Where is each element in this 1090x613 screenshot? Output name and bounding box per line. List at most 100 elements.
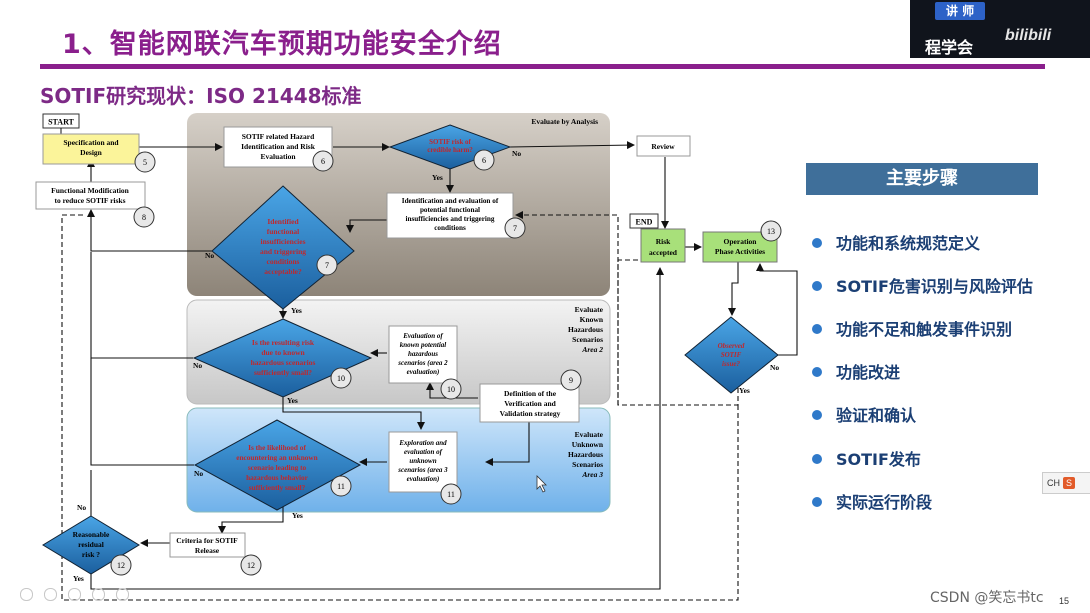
branch-labels: Yes No No Yes No Yes No Yes No Yes No Ye… <box>73 149 779 583</box>
svg-text:10: 10 <box>337 374 345 383</box>
svg-text:No: No <box>770 363 779 372</box>
step-item: 功能不足和触发事件识别 <box>812 316 1012 340</box>
slide-title: 1、智能网联汽车预期功能安全介绍 <box>62 29 502 60</box>
svg-text:conditions: conditions <box>434 224 466 232</box>
lecturer-caption: 程学会 <box>925 38 974 57</box>
zoom-icon[interactable] <box>92 588 105 601</box>
svg-text:Yes: Yes <box>291 306 302 315</box>
dashed-connectors <box>61 211 739 601</box>
step-item: SOTIF危害识别与风险评估 <box>812 273 1033 297</box>
next-slide-icon[interactable] <box>44 588 57 601</box>
svg-text:Is the likelihood of: Is the likelihood of <box>248 443 306 452</box>
svg-text:sufficiently small?: sufficiently small? <box>254 368 312 377</box>
sogou-icon: S <box>1063 477 1075 489</box>
unknown-eval-box <box>388 431 458 493</box>
known-eval-box <box>388 325 458 384</box>
svg-text:No: No <box>194 469 203 478</box>
bullet-icon <box>812 410 822 420</box>
bilibili-logo: bilibili <box>1005 27 1052 44</box>
svg-text:residual: residual <box>78 540 104 549</box>
region-analysis-label: Evaluate by Analysis <box>531 117 598 126</box>
region-known-label: Evaluate Known Hazardous Scenarios Area … <box>568 305 604 354</box>
svg-text:Exploration and: Exploration and <box>398 439 447 447</box>
svg-text:Yes: Yes <box>73 574 84 583</box>
svg-text:evaluation): evaluation) <box>407 475 440 483</box>
svg-text:12: 12 <box>117 561 125 570</box>
spec-design-box <box>42 133 140 165</box>
end-terminal <box>629 213 659 229</box>
svg-text:Unknown: Unknown <box>572 440 604 449</box>
svg-text:6: 6 <box>321 157 325 166</box>
csdn-watermark: CSDN @笑忘书tc <box>930 590 1044 606</box>
flow-connectors <box>87 141 798 590</box>
step-item: 验证和确认 <box>812 402 916 426</box>
svg-text:Scenarios: Scenarios <box>572 460 603 469</box>
svg-text:Known: Known <box>580 315 604 324</box>
svg-text:Identification and evaluation: Identification and evaluation of <box>402 197 499 205</box>
svg-text:potential functional: potential functional <box>420 206 480 214</box>
lecturer-badge: 讲 师 <box>935 2 985 20</box>
bullet-icon <box>812 281 822 291</box>
svg-text:7: 7 <box>325 261 329 270</box>
svg-text:scenarios (area 2: scenarios (area 2 <box>397 359 448 367</box>
svg-text:SOTIF: SOTIF <box>721 351 742 359</box>
prev-slide-icon[interactable] <box>20 588 33 601</box>
svg-text:insufficiencies: insufficiencies <box>261 237 306 246</box>
svg-text:to reduce SOTIF risks: to reduce SOTIF risks <box>54 196 125 205</box>
pen-icon[interactable] <box>68 588 81 601</box>
svg-text:unknown: unknown <box>409 457 436 465</box>
svg-text:hazardous behavior: hazardous behavior <box>246 473 309 482</box>
menu-icon[interactable] <box>116 588 129 601</box>
svg-text:Yes: Yes <box>432 173 443 182</box>
observed-issue-diamond <box>684 316 779 394</box>
svg-text:Hazardous: Hazardous <box>568 325 603 334</box>
bullet-icon <box>812 454 822 464</box>
svg-text:due to known: due to known <box>261 348 305 357</box>
region-unknown-label: Evaluate Unknown Hazardous Scenarios Are… <box>568 430 604 479</box>
step-item: 功能和系统规范定义 <box>812 230 980 254</box>
svg-text:evaluation of: evaluation of <box>404 448 443 456</box>
svg-text:scenarios (area 3: scenarios (area 3 <box>397 466 448 474</box>
step-item: SOTIF发布 <box>812 446 921 470</box>
svg-text:5: 5 <box>143 158 147 167</box>
svg-text:Reasonable: Reasonable <box>73 530 110 539</box>
lecturer-video: 讲 师 程学会 bilibili <box>910 0 1090 58</box>
svg-text:Yes: Yes <box>739 386 750 395</box>
bullet-icon <box>812 367 822 377</box>
svg-text:Verification and: Verification and <box>504 399 556 408</box>
unknown-scenario-diamond <box>193 419 362 511</box>
svg-text:Validation strategy: Validation strategy <box>500 409 561 418</box>
svg-text:Criteria for SOTIF: Criteria for SOTIF <box>176 536 238 545</box>
end-label: END <box>636 218 653 227</box>
svg-text:Evaluate: Evaluate <box>575 430 604 439</box>
svg-text:Yes: Yes <box>287 396 298 405</box>
svg-text:Phase Activities: Phase Activities <box>715 247 765 256</box>
page-number: 15 <box>1059 596 1070 606</box>
svg-text:encountering an unknown: encountering an unknown <box>236 453 318 462</box>
svg-text:Definition of the: Definition of the <box>504 389 557 398</box>
svg-text:Design: Design <box>80 148 102 157</box>
bullet-icon <box>812 238 822 248</box>
svg-text:No: No <box>512 149 521 158</box>
svg-text:Functional Modification: Functional Modification <box>51 186 130 195</box>
svg-text:scenario leading to: scenario leading to <box>248 463 307 472</box>
svg-text:Evaluation of: Evaluation of <box>402 332 443 340</box>
verification-strategy-box <box>479 383 580 423</box>
svg-text:hazardous: hazardous <box>408 350 438 358</box>
svg-text:Identification and Risk: Identification and Risk <box>241 142 316 151</box>
svg-text:and triggering: and triggering <box>260 247 306 256</box>
risk-accepted-box <box>640 228 686 263</box>
svg-text:12: 12 <box>247 561 255 570</box>
steps-header: 主要步骤 <box>806 163 1038 195</box>
mouse-cursor-icon <box>536 475 547 493</box>
svg-text:Hazardous: Hazardous <box>568 450 603 459</box>
svg-text:Yes: Yes <box>292 511 303 520</box>
svg-text:Evaluate: Evaluate <box>575 305 604 314</box>
start-label: START <box>48 118 74 127</box>
svg-text:credible harm?: credible harm? <box>427 146 473 154</box>
svg-text:Specification and: Specification and <box>63 138 119 147</box>
svg-text:6: 6 <box>482 156 486 165</box>
svg-text:insufficiencies and triggering: insufficiencies and triggering <box>405 215 494 223</box>
known-risk-diamond <box>192 318 373 398</box>
